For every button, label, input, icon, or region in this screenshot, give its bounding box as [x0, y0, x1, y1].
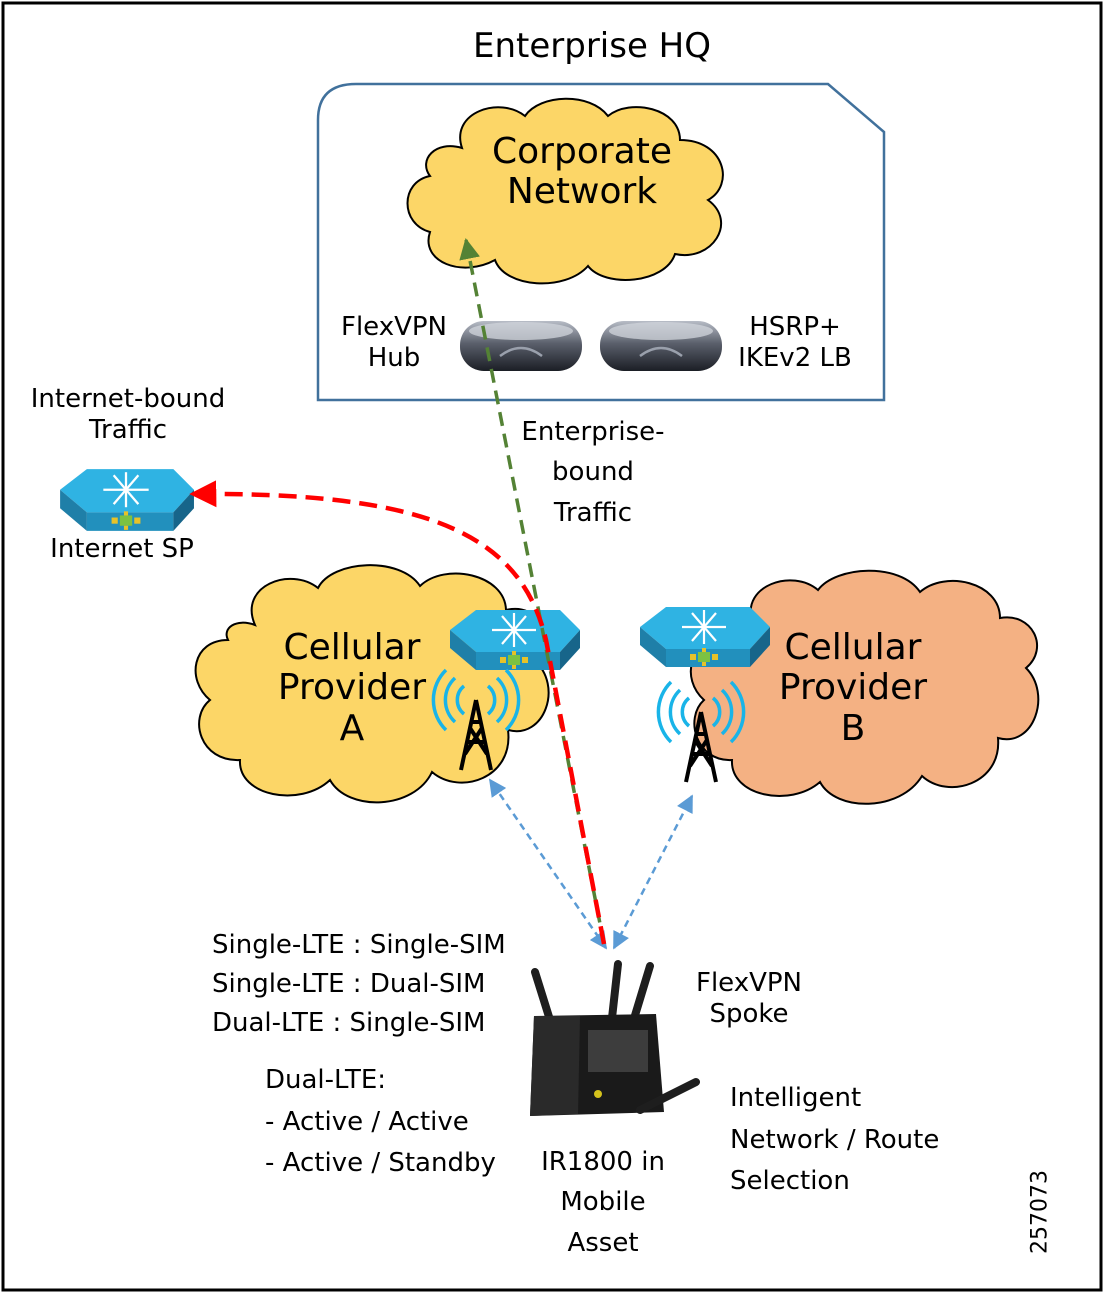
- enterprise-bound-traffic-label: Enterprise- bound Traffic: [521, 417, 665, 528]
- list-item: Single-LTE : Dual-SIM: [212, 969, 486, 999]
- page-title: Enterprise HQ: [472, 26, 712, 66]
- list-item: Single-LTE : Single-SIM: [212, 930, 506, 960]
- router-icon: [460, 321, 582, 371]
- switch-icon: [638, 605, 772, 669]
- cellular-provider-b-label: Cellular Provider B: [778, 627, 928, 749]
- dual-lte-list: Dual-LTE: - Active / Active - Active / S…: [265, 1065, 496, 1179]
- ir1800-label: IR1800 in Mobile Asset: [541, 1147, 665, 1258]
- lte-modes-list: Single-LTE : Single-SIM Single-LTE : Dua…: [212, 926, 506, 1043]
- figure-number: 257073: [1027, 1170, 1053, 1254]
- switch-icon: [58, 467, 196, 533]
- intelligent-selection-label: Intelligent Network / Route Selection: [730, 1083, 940, 1197]
- radio-link-provider-a: [488, 778, 608, 950]
- lte-router-icon: [530, 960, 700, 1116]
- hsrp-ikev2-label: HSRP+ IKEv2 LB: [738, 312, 852, 373]
- flexvpn-spoke-label: FlexVPN Spoke: [695, 968, 803, 1029]
- switch-icon: [448, 608, 582, 672]
- cellular-provider-a-label: Cellular Provider A: [277, 627, 427, 749]
- flexvpn-hub-label: FlexVPN Hub: [340, 312, 448, 373]
- corporate-network-cloud-icon: [406, 97, 724, 285]
- internet-bound-traffic-arrow: [189, 480, 607, 945]
- router-icon: [600, 321, 722, 371]
- corporate-network-label: Corporate Network: [492, 131, 672, 213]
- internet-bound-traffic-label: Internet-bound Traffic: [30, 384, 226, 445]
- list-item: Dual-LTE : Single-SIM: [212, 1008, 486, 1038]
- cellular-provider-b-cloud-icon: [689, 569, 1040, 805]
- radio-link-provider-b: [612, 794, 694, 950]
- internet-sp-label: Internet SP: [50, 534, 194, 564]
